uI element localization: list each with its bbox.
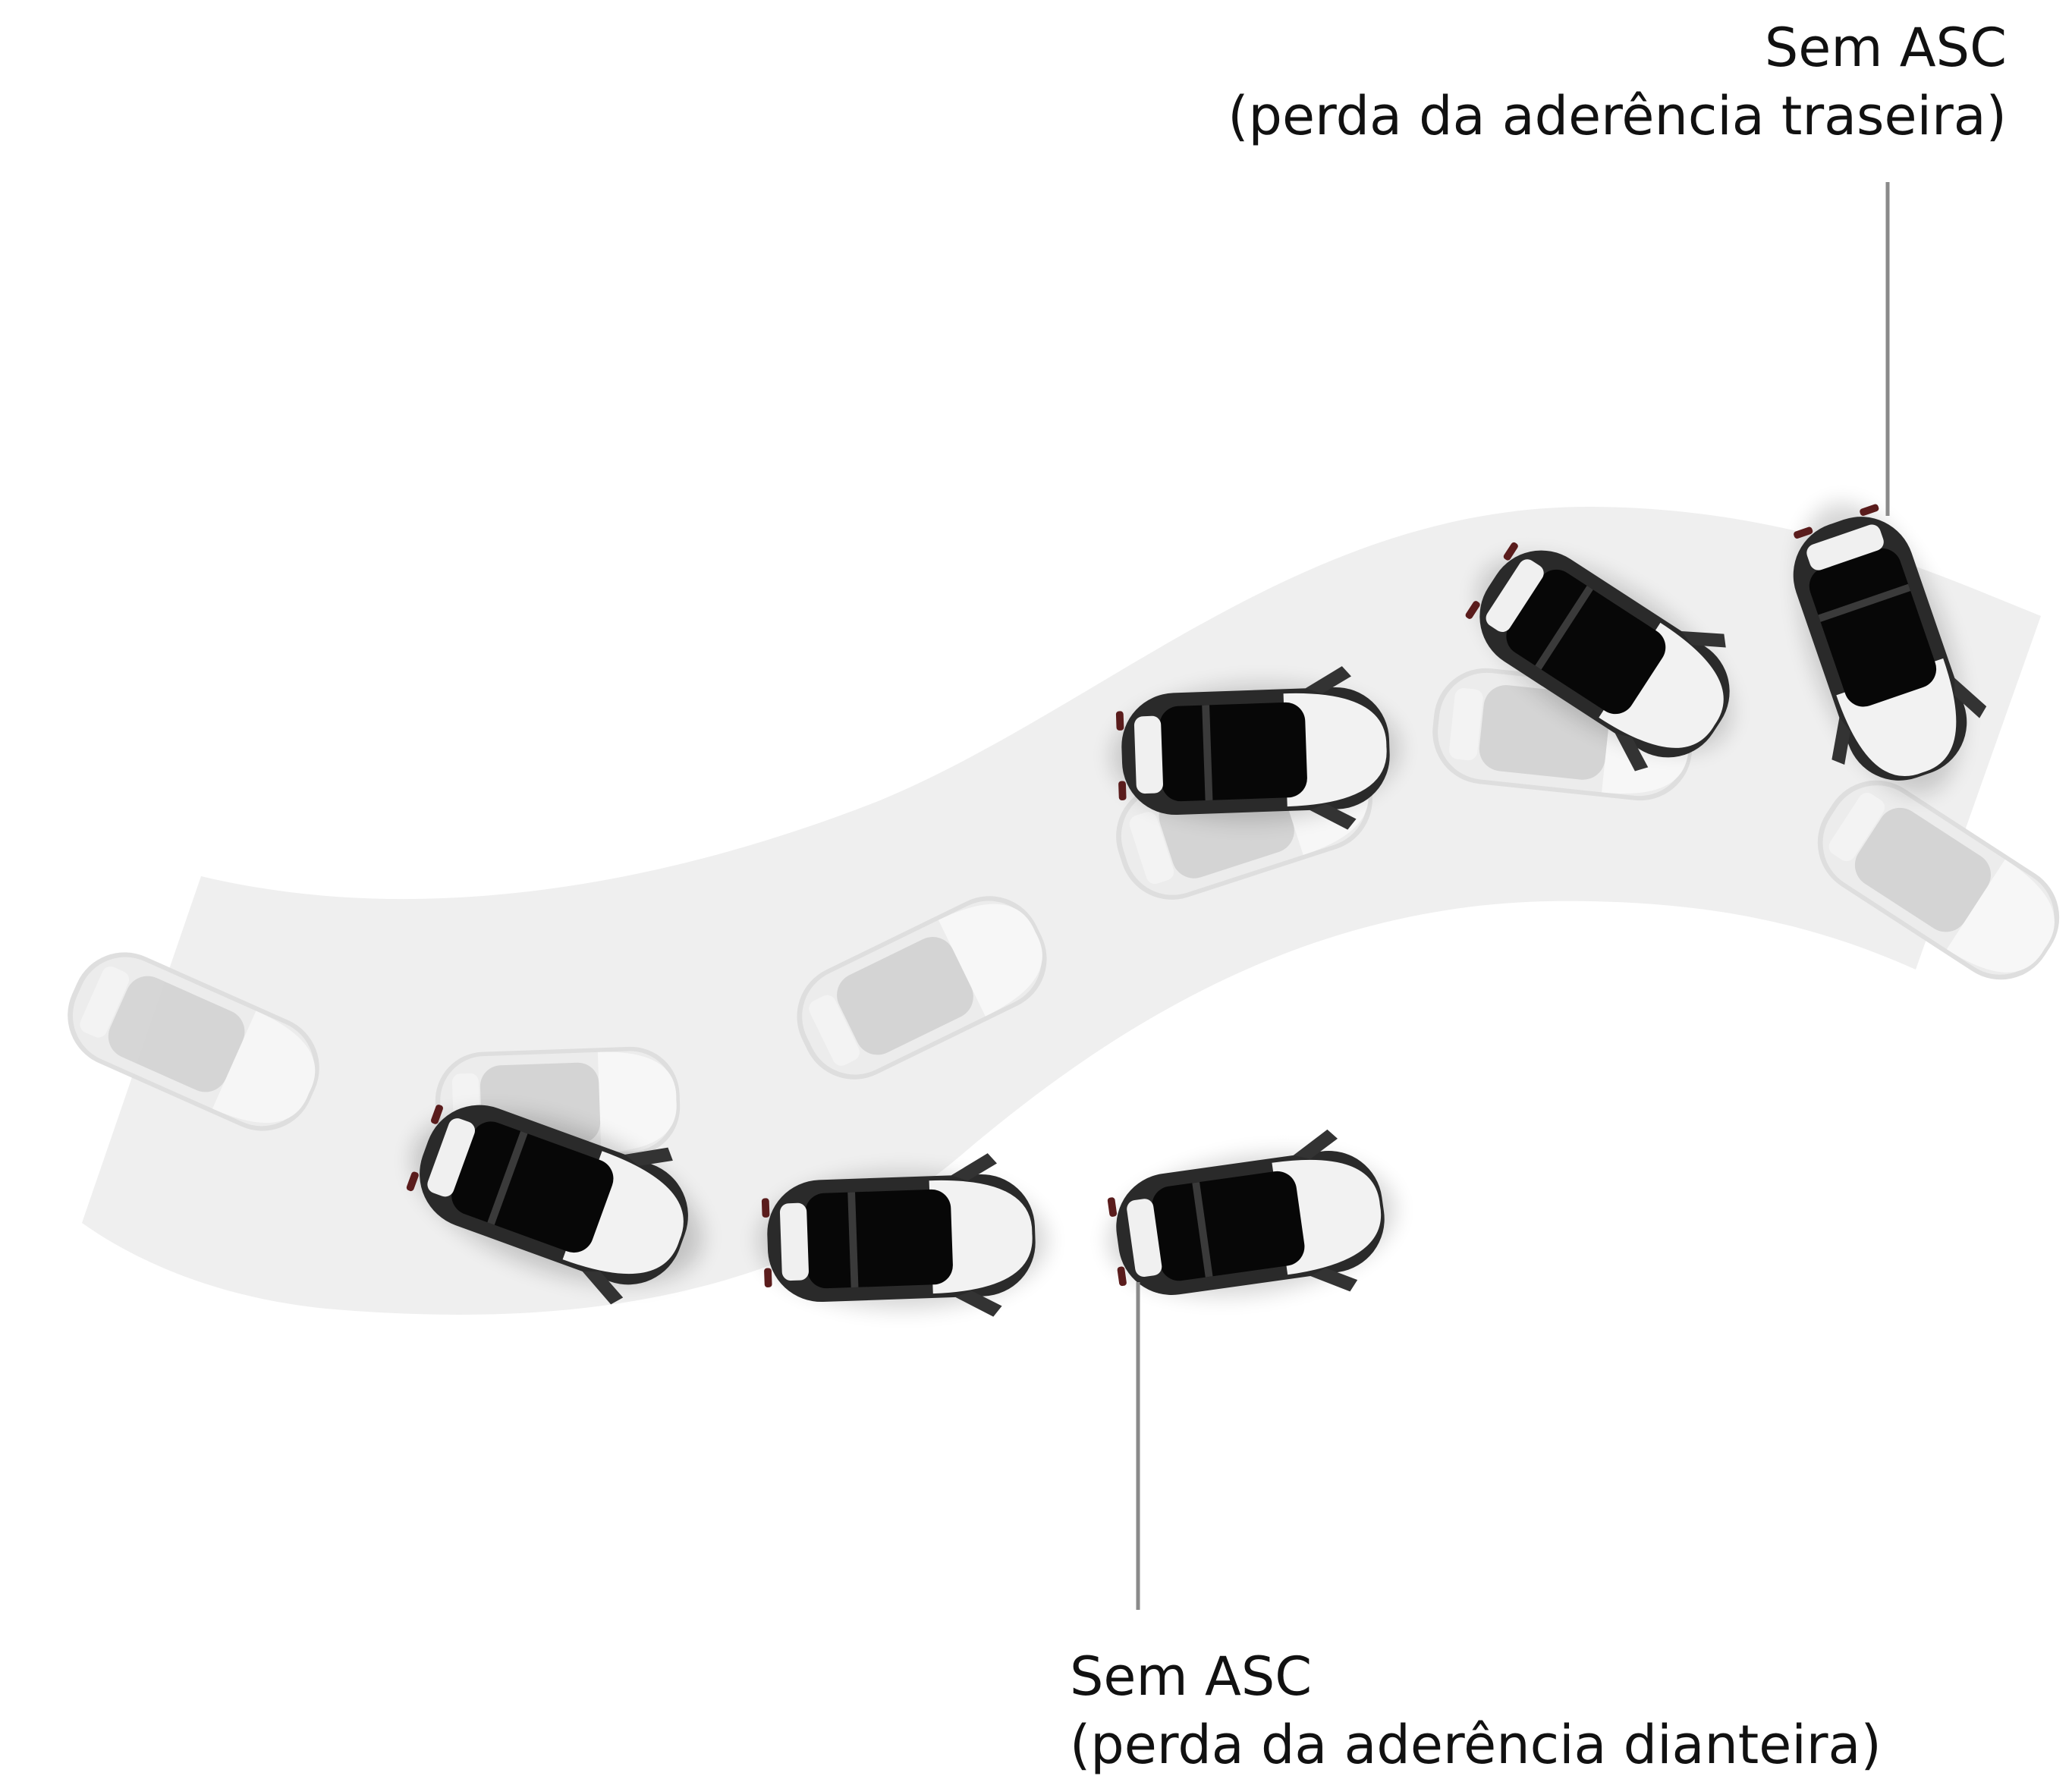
car-icon bbox=[1102, 1123, 1395, 1324]
car-icon bbox=[1111, 665, 1400, 838]
label-front-subtitle: (perda da aderência dianteira) bbox=[1070, 1714, 1882, 1776]
car-icon bbox=[759, 1152, 1047, 1325]
label-rear-subtitle: (perda da aderência traseira) bbox=[1228, 85, 2007, 147]
label-rear-title: Sem ASC bbox=[1764, 17, 2007, 79]
car-icon bbox=[1444, 510, 1762, 796]
car-icon bbox=[1757, 491, 2001, 802]
label-front-title: Sem ASC bbox=[1070, 1645, 1313, 1708]
label-rear-grip-loss: Sem ASC (perda da aderência traseira) bbox=[1228, 14, 2007, 150]
car-icon bbox=[392, 1068, 711, 1320]
label-front-grip-loss: Sem ASC (perda da aderência dianteira) bbox=[1070, 1642, 1882, 1779]
road bbox=[82, 506, 2041, 1315]
